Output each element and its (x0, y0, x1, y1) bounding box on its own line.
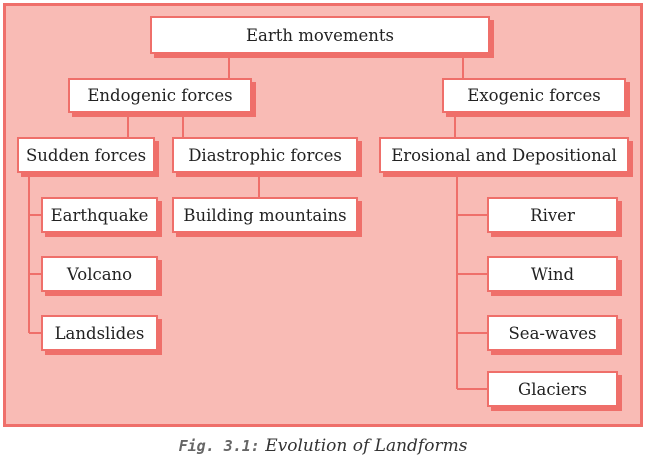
node-exogenic-forces: Exogenic forces (442, 78, 626, 113)
node-volcano: Volcano (41, 256, 158, 292)
node-endogenic-forces: Endogenic forces (68, 78, 252, 113)
node-building-mountains: Building mountains (172, 197, 358, 233)
node-river: River (487, 197, 618, 233)
node-sea-waves: Sea-waves (487, 315, 618, 351)
node-earthquake: Earthquake (41, 197, 158, 233)
node-landslides: Landslides (41, 315, 158, 351)
node-diastrophic-forces: Diastrophic forces (172, 137, 358, 173)
node-glaciers: Glaciers (487, 371, 618, 407)
node-earth-movements: Earth movements (150, 16, 490, 54)
caption-label: Fig. 3.1: (178, 437, 260, 455)
figure-caption: Fig. 3.1: Evolution of Landforms (0, 436, 646, 456)
caption-text: Evolution of Landforms (265, 436, 468, 456)
node-erosional-depositional: Erosional and Depositional (379, 137, 629, 173)
node-sudden-forces: Sudden forces (17, 137, 155, 173)
node-wind: Wind (487, 256, 618, 292)
